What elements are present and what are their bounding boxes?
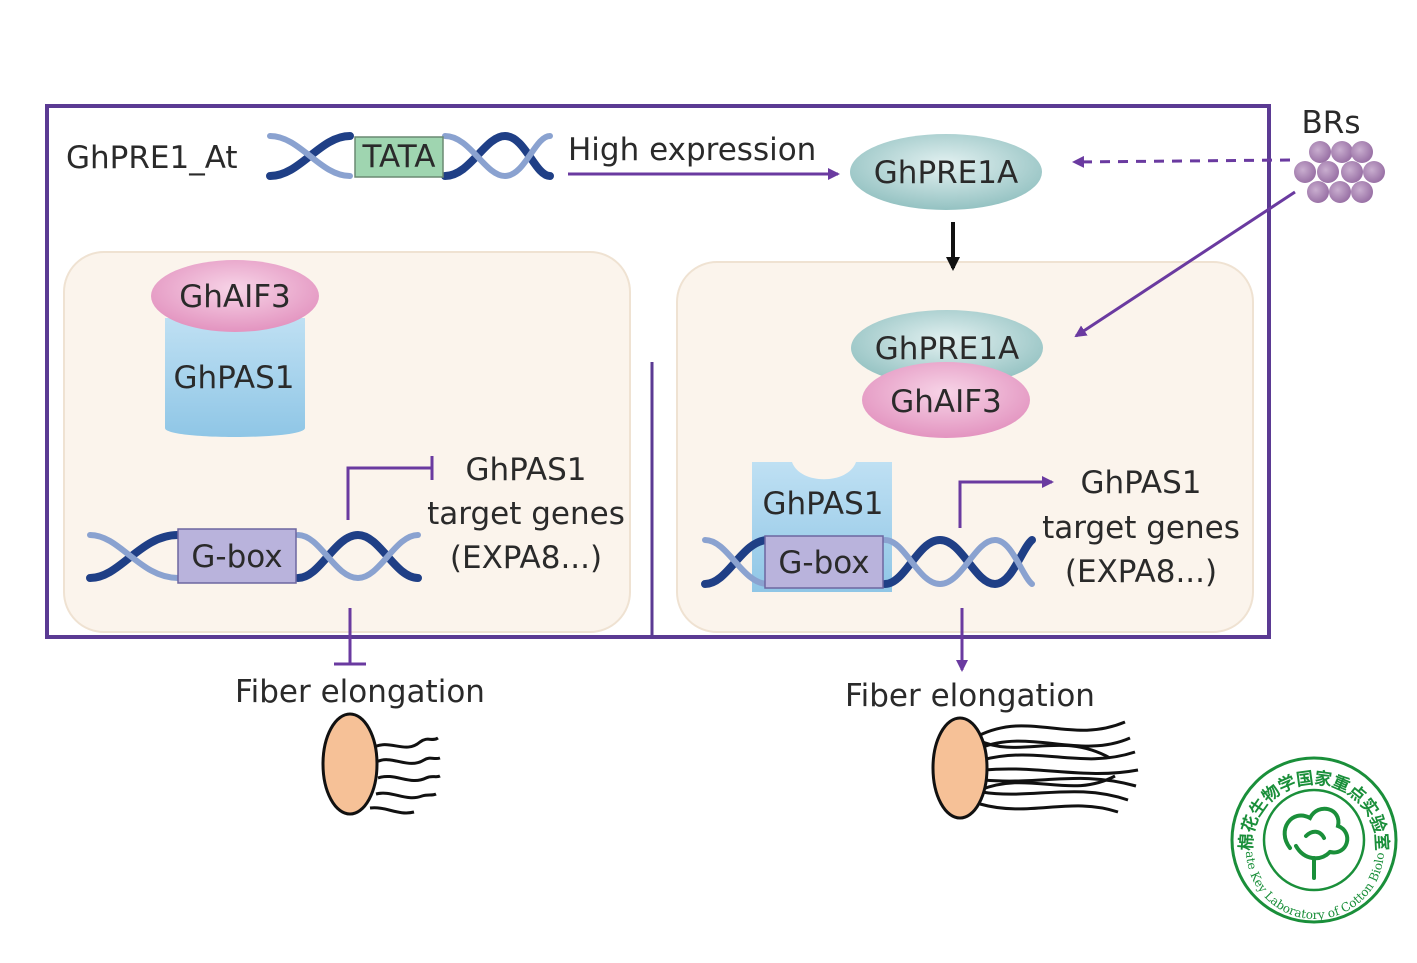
right-outcome-label: Fiber elongation: [845, 678, 1095, 714]
ghpre1a-protein-complex: [851, 310, 1043, 386]
promoter-dna-helix: [266, 131, 554, 180]
short-fiber-seed-icon: [321, 712, 441, 816]
right-target-activation-line: [958, 476, 1054, 528]
ghaif3-protein-left: [151, 260, 319, 332]
brs-to-ghpre1a-dashed-arrow: [1072, 155, 1291, 168]
right-dna-helix: [701, 535, 1036, 589]
promoter-gene-label: GhPRE1_At: [66, 140, 238, 176]
ghaif3-left-label: GhAIF3: [179, 279, 291, 315]
gbox-left-label: G-box: [191, 539, 282, 575]
ghpas1-right-label: GhPAS1: [763, 486, 884, 522]
gbox-left: [177, 528, 297, 584]
cell-frame: [45, 104, 1271, 639]
ghpre1a-protein-top: [850, 134, 1042, 210]
cotton-boll-icon: [1282, 806, 1350, 880]
left-target-line1: GhPAS1: [466, 452, 587, 488]
ghpas1-left-label: GhPAS1: [174, 360, 295, 396]
ghpas1-protein-left: [165, 318, 305, 437]
tata-box: [354, 136, 444, 178]
ghpre1a-complex-label: GhPRE1A: [875, 331, 1019, 367]
brs-molecules-icon: [1294, 141, 1385, 203]
ghpre1a-top-label: GhPRE1A: [874, 155, 1018, 191]
left-target-line3: (EXPA8...): [450, 540, 602, 576]
left-dna-helix: [86, 530, 422, 582]
ghaif3-right-label: GhAIF3: [890, 384, 1002, 420]
left-target-line2: target genes: [427, 496, 625, 532]
tata-label: TATA: [361, 139, 435, 175]
ghaif3-protein-right: [862, 362, 1030, 438]
brs-to-complex-arrow: [1074, 190, 1296, 338]
gbox-right: [764, 535, 884, 589]
gbox-right-label: G-box: [778, 545, 869, 581]
right-target-line1: GhPAS1: [1081, 465, 1202, 501]
right-target-line3: (EXPA8...): [1065, 554, 1217, 590]
brs-label: BRs: [1302, 105, 1361, 141]
high-expression-label: High expression: [568, 132, 816, 168]
long-fiber-seed-icon: [931, 716, 1139, 820]
left-outcome-label: Fiber elongation: [235, 674, 485, 710]
left-target-repression-line: [346, 466, 432, 520]
right-target-line2: target genes: [1042, 510, 1240, 546]
